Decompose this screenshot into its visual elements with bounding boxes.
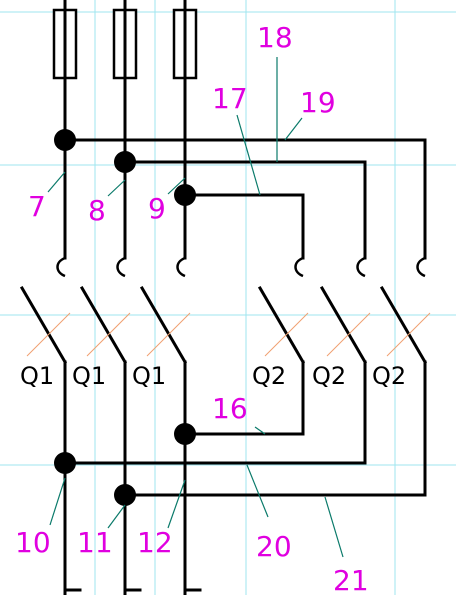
fuse-row xyxy=(52,0,198,80)
wire-21 xyxy=(123,360,427,497)
device-label-q2-2: Q2 xyxy=(312,362,346,390)
wire-number-8: 8 xyxy=(88,194,106,227)
device-label-q2-3: Q2 xyxy=(372,362,406,390)
wire-17 xyxy=(183,193,305,260)
cross-wires xyxy=(63,138,427,260)
device-labels: Q1 Q1 Q1 Q2 Q2 Q2 xyxy=(20,362,406,390)
device-label-q2-1: Q2 xyxy=(252,362,286,390)
device-label-q1-2: Q1 xyxy=(72,362,106,390)
wire-number-7: 7 xyxy=(28,190,46,223)
wire-number-19: 19 xyxy=(300,86,336,119)
junction-node xyxy=(54,129,76,151)
contactor-q1 xyxy=(19,256,191,365)
junction-node xyxy=(54,452,76,474)
wire-number-9: 9 xyxy=(148,192,166,225)
wire-19 xyxy=(63,138,427,260)
contactor-q2 xyxy=(257,256,431,365)
leader-lines xyxy=(47,57,344,558)
wire-number-21: 21 xyxy=(333,564,369,595)
device-label-q1-1: Q1 xyxy=(20,362,54,390)
wire-number-10: 10 xyxy=(15,526,51,559)
junction-node xyxy=(114,151,136,173)
wire-number-11: 11 xyxy=(77,526,113,559)
wire-numbers: 7 8 9 10 11 12 16 17 18 19 20 21 xyxy=(15,21,369,595)
junction-node xyxy=(114,484,136,506)
junction-nodes xyxy=(54,129,196,506)
wire-number-16: 16 xyxy=(212,392,248,425)
wire-number-12: 12 xyxy=(137,526,173,559)
wire-20 xyxy=(63,360,367,465)
wire-number-17: 17 xyxy=(212,82,248,115)
wire-number-18: 18 xyxy=(257,21,293,54)
wire-16 xyxy=(183,360,305,436)
junction-node xyxy=(174,423,196,445)
wire-18 xyxy=(123,160,367,260)
junction-node xyxy=(174,184,196,206)
wire-number-20: 20 xyxy=(256,530,292,563)
output-wires xyxy=(63,360,427,595)
device-label-q1-3: Q1 xyxy=(132,362,166,390)
